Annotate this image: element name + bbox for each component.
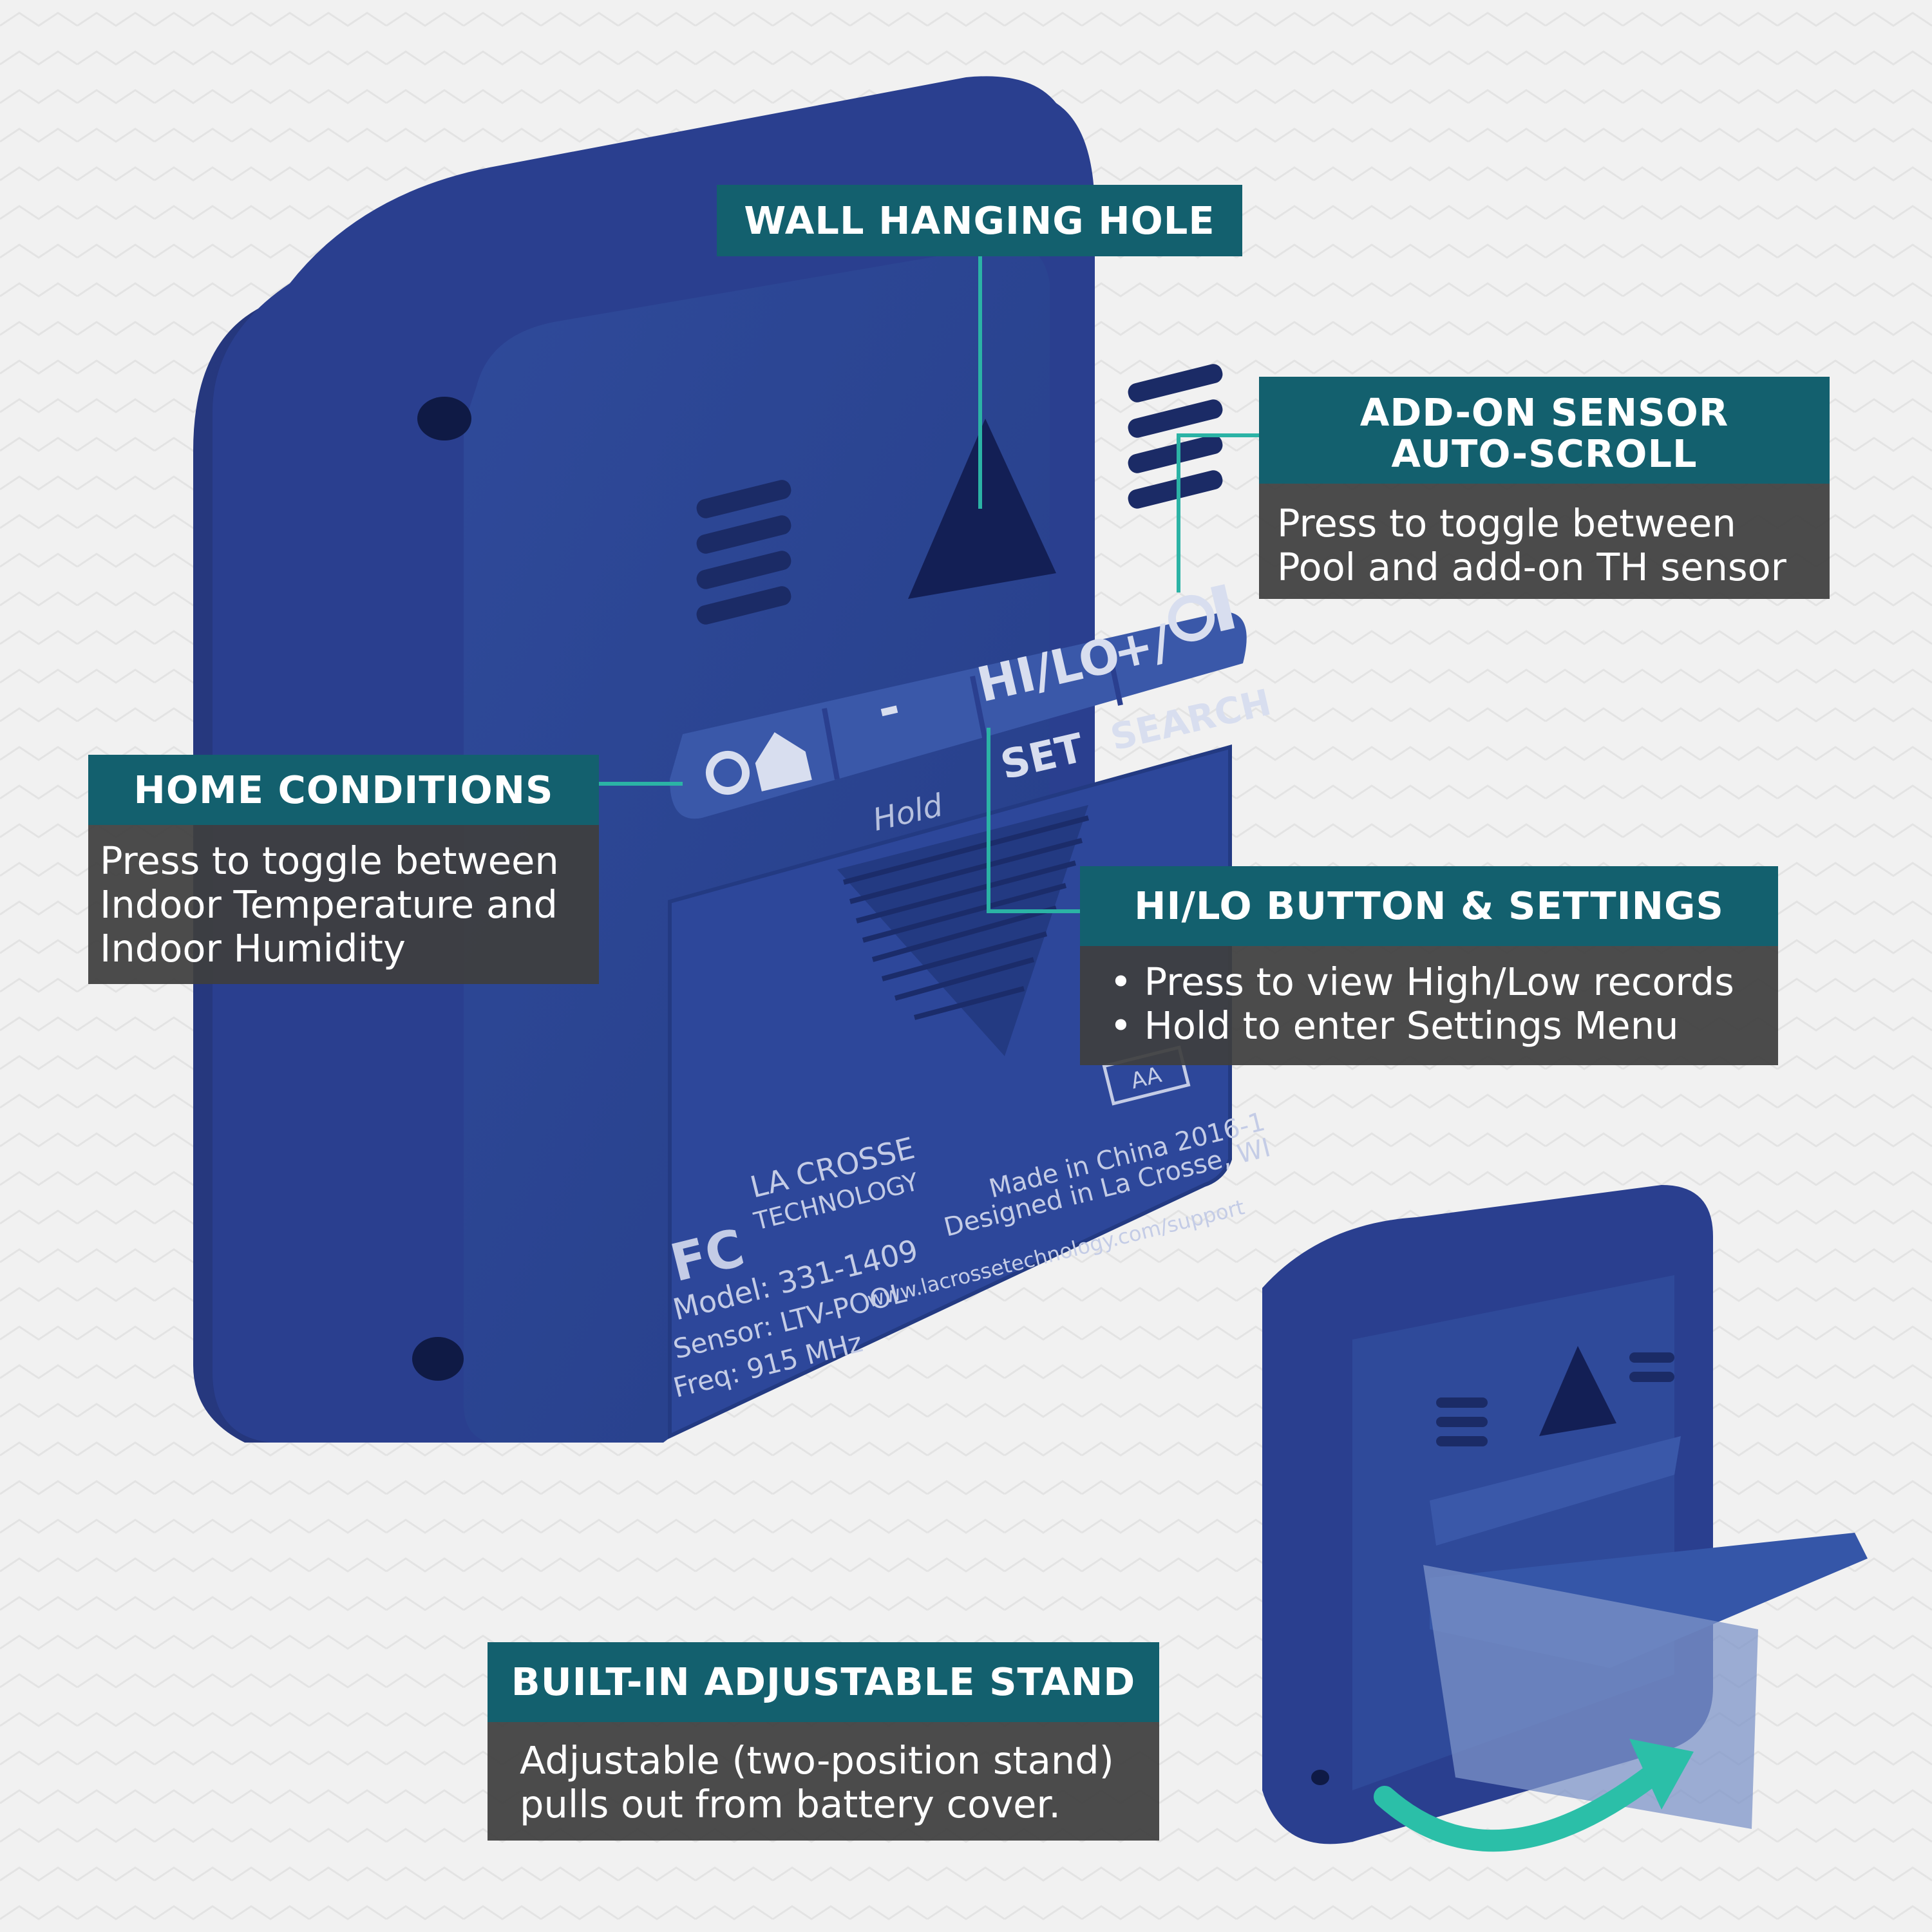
curved-arrow-icon bbox=[1374, 1766, 1660, 1852]
callout-body-line: pulls out from battery cover. bbox=[520, 1782, 1061, 1826]
screw-hole-bottom bbox=[412, 1337, 464, 1381]
callout-body: Press to view High/Low records Hold to e… bbox=[1080, 946, 1778, 1065]
callout-body-line: Indoor Humidity bbox=[100, 926, 406, 971]
callout-title-line: ADD-ON SENSOR bbox=[1359, 390, 1729, 435]
button-strip bbox=[670, 612, 1247, 819]
callout-title: WALL HANGING HOLE bbox=[717, 185, 1242, 256]
callout-title-line: AUTO-SCROLL bbox=[1391, 431, 1698, 476]
callout-addon-sensor: ADD-ON SENSOR AUTO-SCROLL Press to toggl… bbox=[1259, 377, 1830, 599]
callout-body-line: Press to toggle between bbox=[100, 838, 559, 883]
callout-title: HOME CONDITIONS bbox=[88, 755, 599, 825]
callout-body: Adjustable (two-position stand) pulls ou… bbox=[488, 1722, 1159, 1841]
vent-right bbox=[1128, 364, 1223, 509]
callout-wall-hanging-hole: WALL HANGING HOLE bbox=[717, 185, 1242, 256]
callout-body-line: Indoor Temperature and bbox=[100, 882, 558, 927]
callout-body-line: Pool and add-on TH sensor bbox=[1277, 545, 1786, 589]
callout-body: Press to toggle between Indoor Temperatu… bbox=[88, 825, 599, 984]
small-hanging-hole bbox=[1539, 1346, 1616, 1436]
callout-body-line: Press to toggle between bbox=[1277, 501, 1736, 545]
home-cycle-icon bbox=[706, 732, 812, 795]
small-device bbox=[1262, 1185, 1868, 1852]
callout-body: Press to toggle between Pool and add-on … bbox=[1259, 484, 1830, 599]
vent-left bbox=[696, 480, 791, 625]
callout-bullet: Hold to enter Settings Menu bbox=[1110, 1004, 1778, 1048]
leader-lines bbox=[599, 256, 1259, 913]
screw-hole-top bbox=[417, 397, 471, 440]
callout-bullet: Press to view High/Low records bbox=[1110, 960, 1778, 1004]
cycle-sensor-icon bbox=[1168, 584, 1235, 641]
callout-title: ADD-ON SENSOR AUTO-SCROLL bbox=[1259, 377, 1830, 484]
callout-built-in-stand: BUILT-IN ADJUSTABLE STAND Adjustable (tw… bbox=[488, 1642, 1159, 1841]
button-plus[interactable]: +/ bbox=[1108, 614, 1177, 681]
stand-grip bbox=[837, 805, 1090, 1056]
callout-body-line: Adjustable (two-position stand) bbox=[520, 1738, 1114, 1783]
callout-title: BUILT-IN ADJUSTABLE STAND bbox=[488, 1642, 1159, 1722]
small-button-strip bbox=[1430, 1436, 1681, 1546]
callout-title: HI/LO BUTTON & SETTINGS bbox=[1080, 866, 1778, 946]
small-screw-hole bbox=[1311, 1770, 1329, 1785]
callout-hilo-button: HI/LO BUTTON & SETTINGS Press to view Hi… bbox=[1080, 866, 1778, 1065]
callout-home-conditions: HOME CONDITIONS Press to toggle between … bbox=[88, 755, 599, 984]
